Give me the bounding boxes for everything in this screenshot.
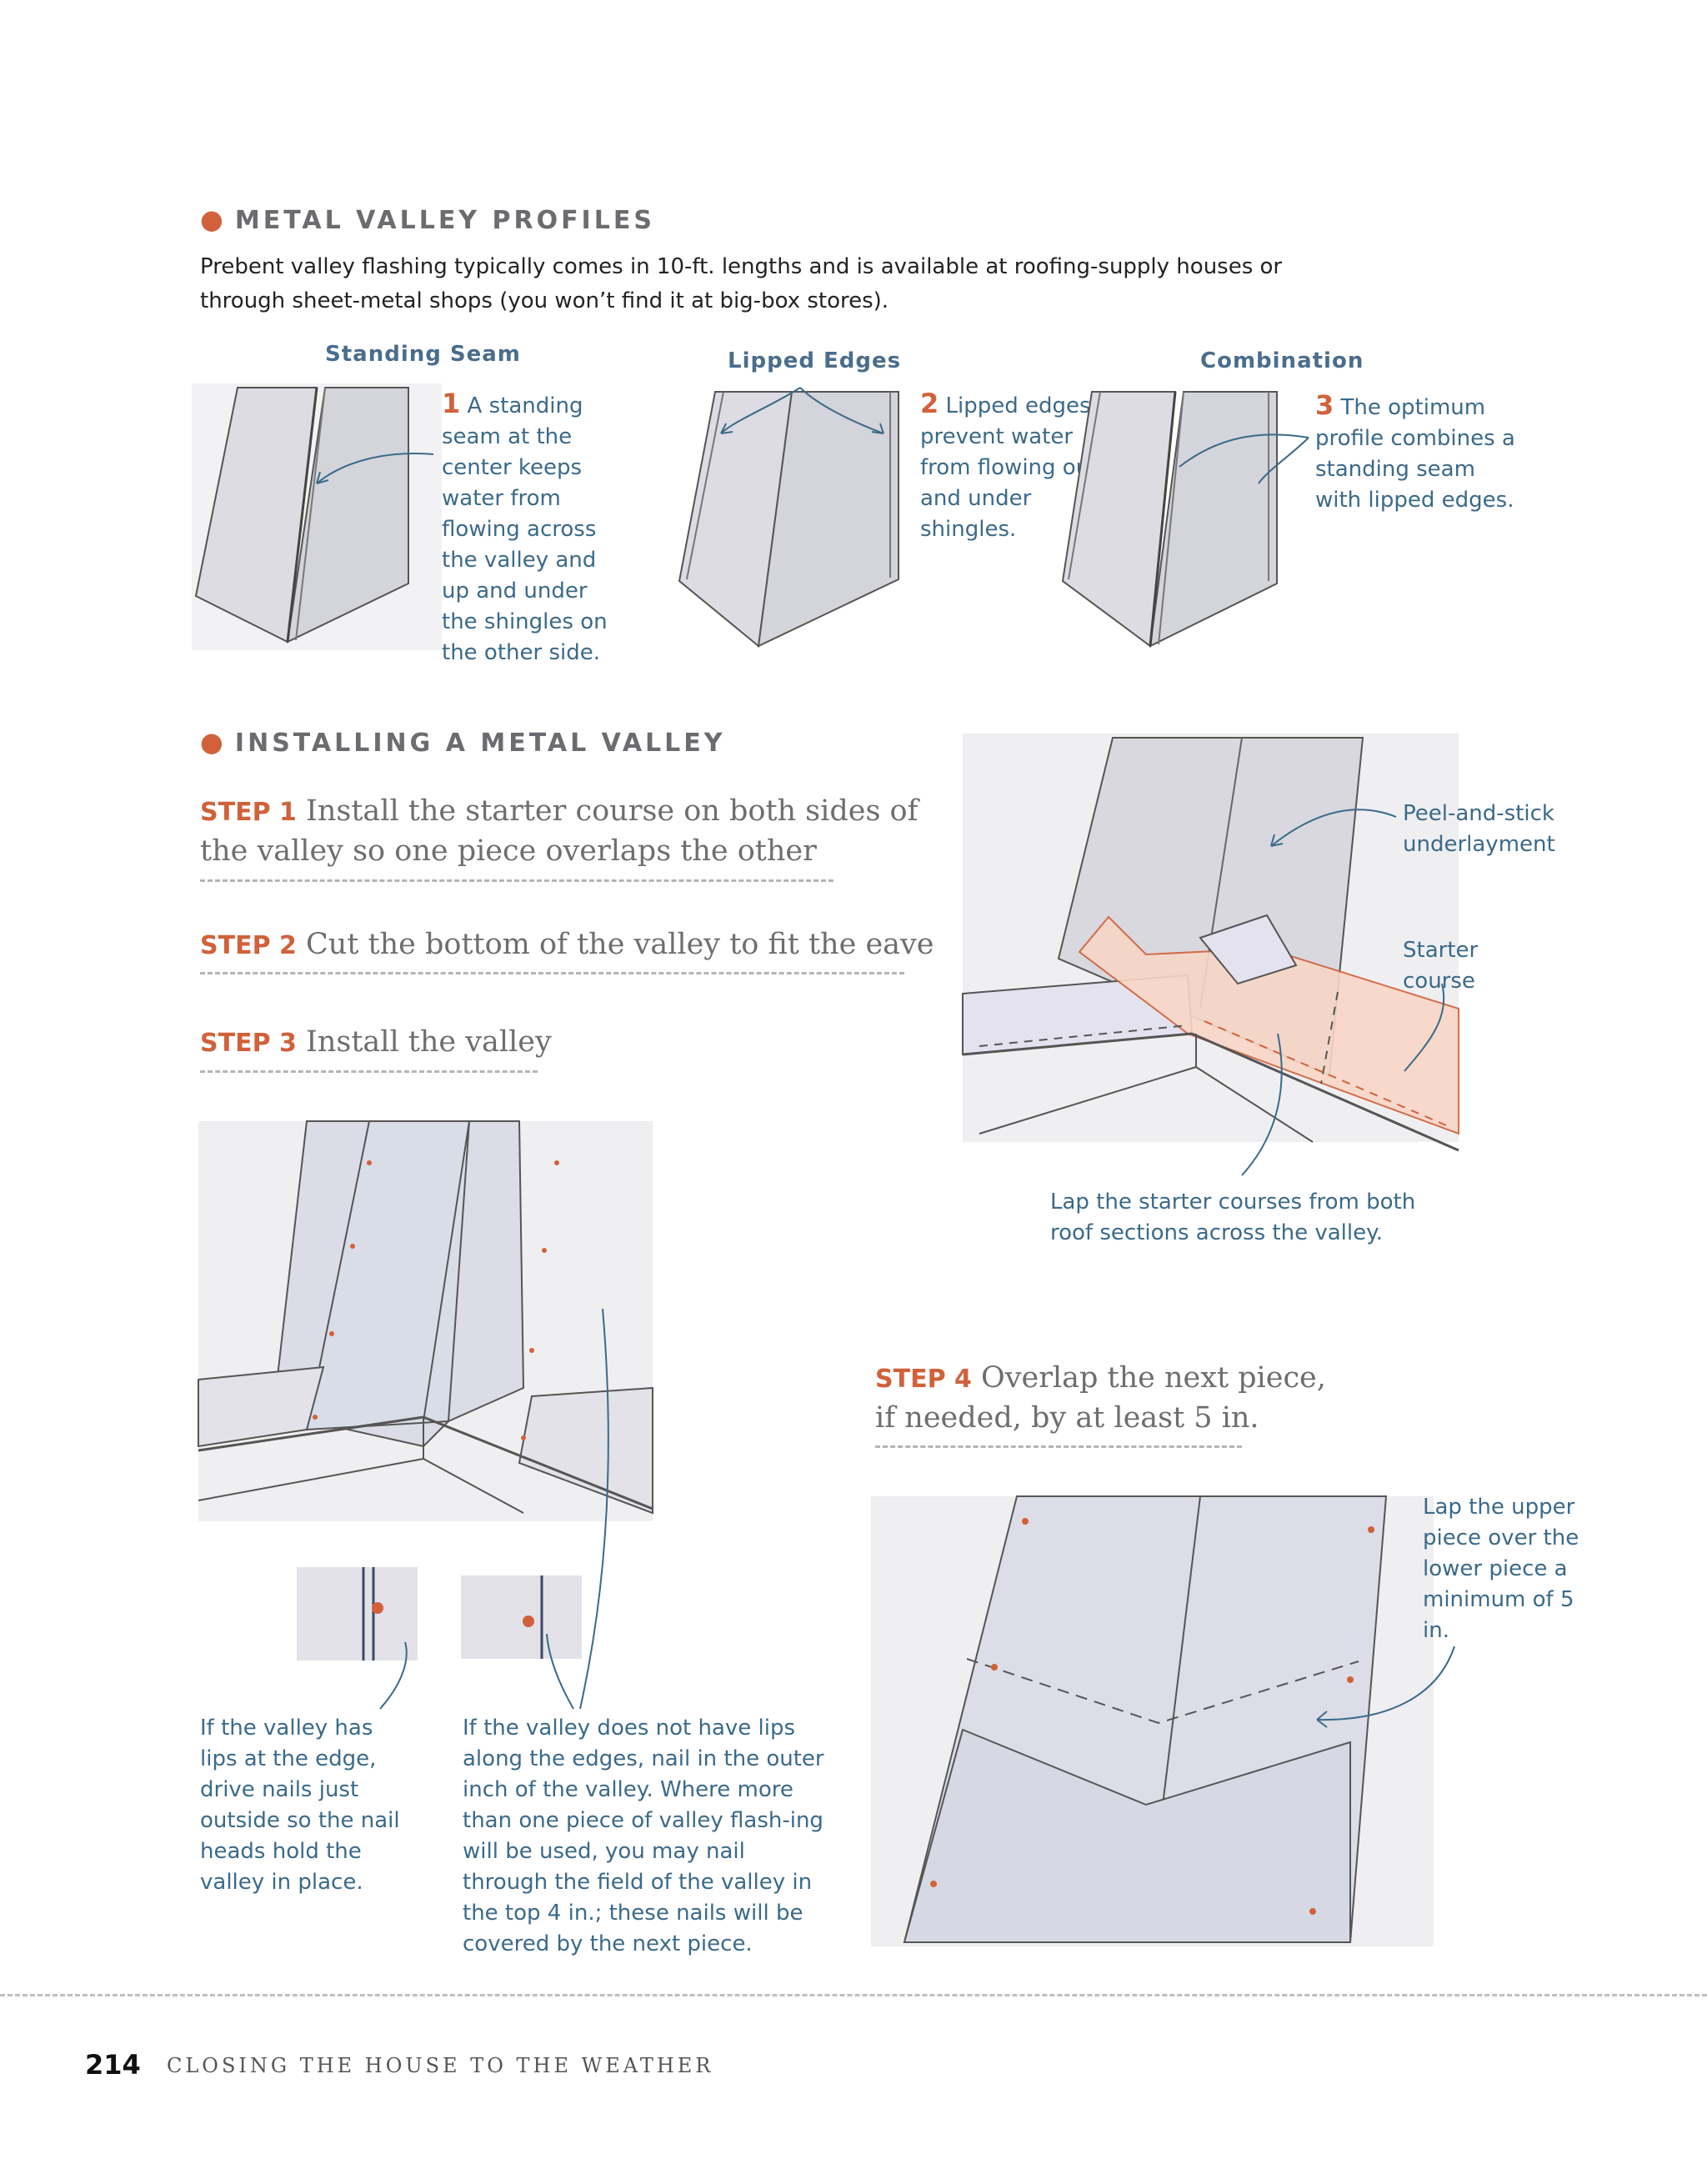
figure-title-standing-seam: Standing Seam [325,342,521,367]
step-2: STEP 2 Cut the bottom of the valley to f… [200,928,934,961]
callout-lap-upper: Lap the upper piece over the lower piece… [1423,1495,1579,1643]
section-heading-install: ●INSTALLING A METAL VALLEY [200,726,726,758]
figure-title-lipped-edges: Lipped Edges [728,348,902,373]
callout-lips: If the valley has lips at the edge, driv… [200,1716,400,1895]
callout-arrow-1 [316,453,434,484]
page-number: 214 [85,2049,141,2081]
divider [200,879,833,882]
bullet-icon: ● [200,203,223,235]
footer-divider [0,1994,1707,1996]
step-4: STEP 4 Overlap the next piece, if needed… [875,1361,1326,1435]
figure-title-combination: Combination [1200,348,1364,373]
step-1: STEP 1 Install the starter course on bot… [200,794,919,868]
divider [200,1070,538,1073]
bullet-icon: ● [200,726,223,758]
combination-illustration [1061,391,1309,648]
step-3: STEP 3 Install the valley [200,1025,552,1059]
callout-lap-starter: Lap the starter courses from both roof s… [1050,1190,1416,1245]
callout-underlayment: Peel-and-stick underlayment [1403,801,1555,857]
callout-lipped-edges: 2 Lipped edges prevent water from flowin… [920,388,1099,543]
divider [875,1445,1242,1448]
chapter-title: CLOSING THE HOUSE TO THE WEATHER [167,2054,714,2077]
section-heading-profiles: ●METAL VALLEY PROFILES [200,203,655,235]
lipped-edges-illustration [678,387,899,648]
standing-seam-illustration [192,383,442,650]
profiles-intro: Prebent valley flashing typically comes … [200,254,1283,313]
callout-starter-course: Starter course [1403,938,1479,994]
callout-combination: 3 The optimum profile combines a standin… [1315,389,1515,513]
starter-course-illustration [962,734,1459,1176]
divider [200,972,904,974]
callout-standing-seam: 1 A standing seam at the center keeps wa… [442,388,608,666]
overlap-illustration [871,1495,1455,1946]
callout-no-lips: If the valley does not have lips along t… [463,1716,824,1956]
install-valley-illustration [198,1120,653,1710]
